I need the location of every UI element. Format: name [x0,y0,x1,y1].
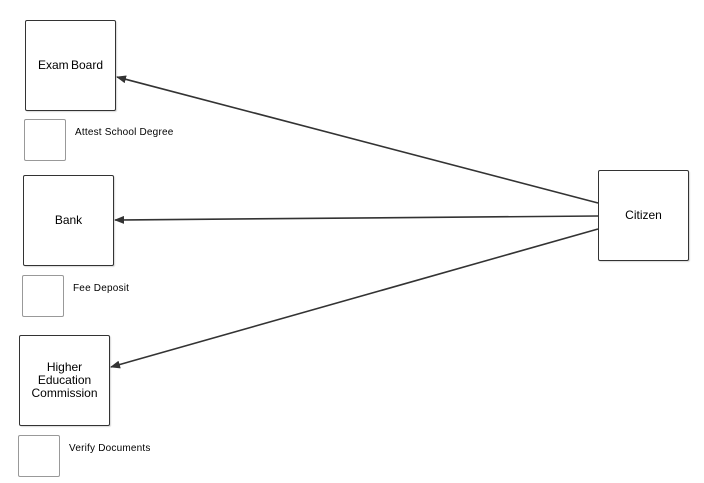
citizen-label: Citizen [625,208,662,222]
edge-citizen-to-hec [110,228,599,369]
fee-deposit-label: Fee Deposit [73,283,130,294]
hec-label: Higher Education Commission [31,360,98,400]
verify-documents-label: Verify Documents [69,443,151,454]
attest-school-degree-label: Attest School Degree [75,127,174,138]
edge-citizen-to-exam-board [116,75,599,204]
bank-node[interactable]: Bank [23,175,114,266]
fee-deposit-box[interactable] [22,275,64,317]
bank-label: Bank [54,213,83,227]
verify-documents-box[interactable] [18,435,60,477]
edge-citizen-to-bank [114,215,599,224]
citizen-node[interactable]: Citizen [598,170,689,261]
exam-board-node[interactable]: Exam Board [25,20,116,111]
exam-board-label: Exam Board [37,58,104,72]
hec-node[interactable]: Higher Education Commission [19,335,110,426]
attest-school-degree-box[interactable] [24,119,66,161]
